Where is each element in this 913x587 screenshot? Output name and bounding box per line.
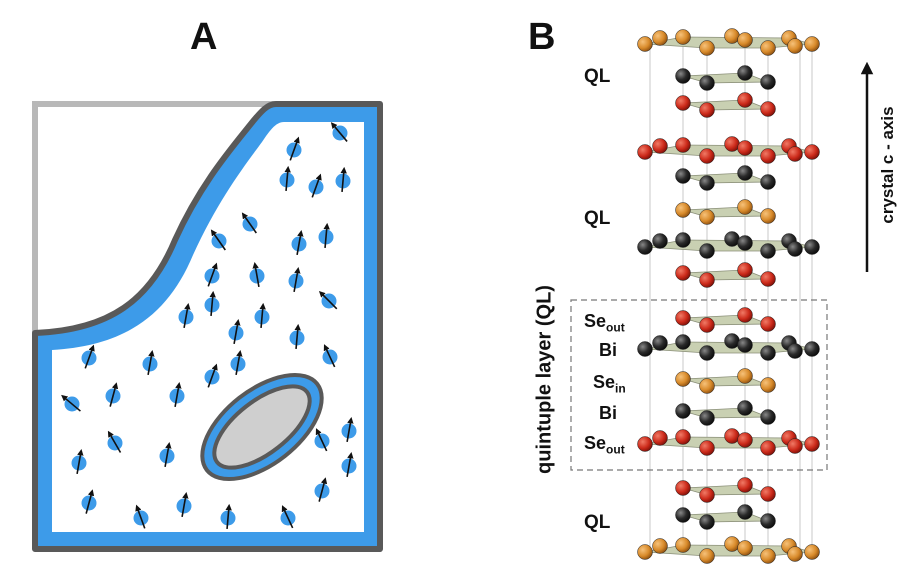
panel-b-letter: B bbox=[528, 16, 556, 58]
atomic-layer-8 bbox=[675, 307, 776, 333]
spin-7 bbox=[291, 230, 307, 255]
layer-label-se-out-bottom: Seout bbox=[584, 433, 625, 457]
spin-19 bbox=[142, 350, 158, 375]
panel-a-diagram bbox=[32, 101, 383, 552]
atomic-layer-3 bbox=[637, 136, 820, 164]
spin-35 bbox=[133, 504, 149, 529]
atomic-layer-4 bbox=[675, 165, 776, 191]
atomic-layer-13 bbox=[675, 477, 776, 503]
inclusion bbox=[200, 372, 324, 482]
layer-label-bi-upper: Bi bbox=[599, 340, 617, 360]
spin-20 bbox=[230, 350, 246, 375]
spin-26 bbox=[107, 430, 123, 453]
spin-33 bbox=[176, 492, 192, 517]
spin-36 bbox=[220, 503, 236, 530]
atomic-layer-10 bbox=[675, 368, 776, 394]
atomic-layer-6 bbox=[637, 231, 820, 259]
atomic-layer-1 bbox=[675, 65, 776, 91]
atomic-layer-0 bbox=[637, 28, 820, 56]
ql-label-bottom: QL bbox=[584, 512, 611, 533]
atomic-layer-2 bbox=[675, 92, 776, 118]
spin-13 bbox=[318, 290, 338, 310]
layer-label-se-out-top: Seout bbox=[584, 311, 625, 335]
spin-14 bbox=[178, 303, 194, 328]
spin-12 bbox=[204, 290, 220, 317]
spin-17 bbox=[289, 323, 305, 350]
spin-24 bbox=[105, 382, 121, 407]
panel-b-diagram bbox=[570, 28, 874, 564]
c-axis-label: crystal c - axis bbox=[878, 106, 897, 224]
spin-15 bbox=[254, 302, 270, 329]
spin-27 bbox=[159, 442, 175, 467]
quintuple-layer-box bbox=[570, 299, 828, 471]
atomic-layer-15 bbox=[637, 536, 820, 564]
spin-6 bbox=[210, 229, 227, 251]
spin-2 bbox=[279, 165, 295, 192]
panel-a-letter: A bbox=[190, 16, 218, 58]
atomic-layer-7 bbox=[675, 262, 776, 288]
layer-label-se-in: Sein bbox=[593, 372, 626, 396]
spin-30 bbox=[341, 417, 357, 442]
spin-37 bbox=[280, 505, 296, 529]
spin-32 bbox=[81, 489, 97, 514]
crystal-layers bbox=[637, 28, 820, 564]
crystal-vertical-lines bbox=[649, 40, 813, 555]
spin-23 bbox=[61, 394, 81, 412]
spin-25 bbox=[169, 382, 185, 407]
spin-34 bbox=[314, 477, 330, 502]
spin-10 bbox=[249, 262, 265, 287]
spin-18 bbox=[81, 344, 97, 369]
spin-22 bbox=[322, 344, 338, 368]
spin-array bbox=[61, 122, 357, 530]
spin-8 bbox=[318, 222, 334, 249]
spin-29 bbox=[314, 428, 330, 452]
spin-1 bbox=[286, 136, 302, 161]
ql-label-top: QL bbox=[584, 66, 611, 87]
atomic-layer-5 bbox=[675, 199, 776, 225]
spin-9 bbox=[204, 262, 220, 287]
atomic-layer-14 bbox=[675, 504, 776, 530]
spin-3 bbox=[308, 173, 324, 198]
spin-21 bbox=[204, 363, 220, 388]
spin-4 bbox=[335, 166, 351, 193]
ql-label-middle: QL bbox=[584, 208, 611, 229]
quintuple-layer-label: quintuple layer (QL) bbox=[533, 285, 556, 474]
spin-11 bbox=[288, 267, 304, 292]
spin-5 bbox=[241, 212, 258, 234]
spin-16 bbox=[228, 319, 244, 344]
atomic-layer-12 bbox=[637, 428, 820, 456]
spin-31 bbox=[341, 452, 357, 477]
spin-28 bbox=[71, 449, 87, 474]
layer-label-bi-lower: Bi bbox=[599, 403, 617, 423]
atomic-layer-11 bbox=[675, 400, 776, 426]
outer-light-border bbox=[32, 101, 276, 333]
atomic-layer-9 bbox=[637, 333, 820, 361]
spin-0 bbox=[330, 122, 348, 142]
